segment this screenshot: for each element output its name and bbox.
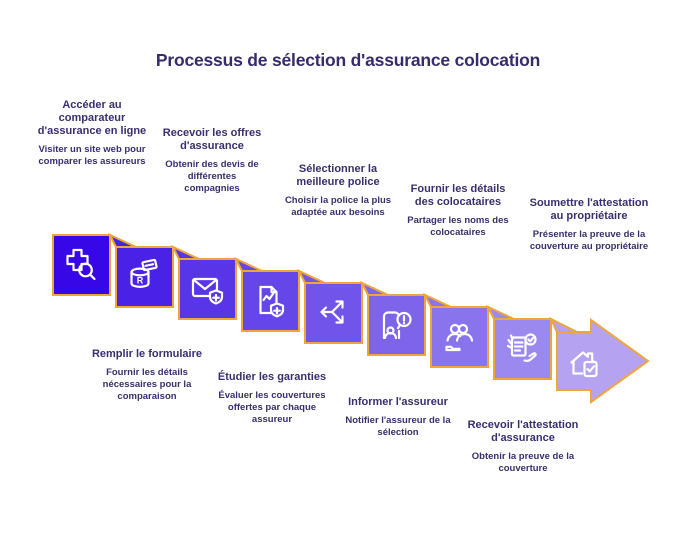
band-fold-4	[233, 256, 263, 272]
band-fold-9	[548, 316, 578, 333]
band-icons-group: R	[66, 248, 598, 378]
step-title: Remplir le formulaire	[91, 348, 203, 360]
certificate-hand-icon	[506, 333, 537, 362]
database-letter: R	[137, 276, 144, 286]
step-description: Évaluer les couvertures offertes par cha…	[218, 389, 326, 425]
step-label-1: Accéder au comparateur d'assurance en li…	[36, 99, 148, 168]
step-description: Présenter la preuve de la couverture au …	[529, 228, 649, 252]
step-description: Choisir la police la plus adaptée aux be…	[284, 194, 392, 218]
band-fold-8	[485, 304, 515, 320]
step-title: Fournir les détails des colocataires	[410, 183, 506, 208]
band-fold-2	[107, 232, 137, 248]
roommates-icon	[445, 323, 474, 352]
step-title: Recevoir les offres d'assurance	[162, 127, 262, 152]
band-fold-3	[170, 244, 200, 260]
page-title: Processus de sélection d'assurance coloc…	[155, 50, 541, 70]
step-title: Étudier les garanties	[217, 371, 327, 383]
step-description: Notifier l'assureur de la sélection	[345, 414, 451, 438]
step-label-2: Remplir le formulaire Fournir les détail…	[89, 348, 205, 403]
step-title: Sélectionner la meilleure police	[296, 163, 380, 188]
step-label-3: Recevoir les offres d'assurance Obtenir …	[160, 127, 264, 195]
step-label-5: Sélectionner la meilleure police Choisir…	[279, 163, 397, 219]
step-label-4: Étudier les garanties Évaluer les couver…	[213, 371, 331, 426]
step-description: Fournir les détails nécessaires pour la …	[102, 366, 192, 402]
band-fold-5	[296, 268, 326, 284]
step-description: Visiter un site web pour comparer les as…	[38, 143, 146, 167]
band-arrow-segment	[556, 318, 650, 404]
mail-shield-icon	[191, 277, 224, 305]
band-fold-7	[422, 292, 452, 308]
search-plus-icon	[66, 248, 96, 281]
document-shield-icon	[259, 285, 285, 318]
band-segment-4	[241, 270, 300, 332]
band-segment-2	[115, 246, 174, 308]
band-segment-3	[178, 258, 237, 320]
step-title: Recevoir l'attestation d'assurance	[467, 419, 579, 444]
step-description: Obtenir des devis de différentes compagn…	[165, 158, 259, 194]
step-label-7: Fournir les détails des colocataires Par…	[402, 183, 514, 239]
step-description: Obtenir la preuve de la couverture	[471, 450, 575, 474]
step-label-8: Recevoir l'attestation d'assurance Obten…	[467, 419, 579, 475]
step-title: Soumettre l'attestation au propriétaire	[529, 197, 649, 222]
band-outline-group: R	[52, 232, 650, 404]
step-description: Partager les noms des colocataires	[407, 214, 509, 238]
band-segment-8	[493, 318, 552, 380]
form-database-icon: R	[130, 258, 158, 288]
house-certificate-icon	[570, 351, 598, 378]
step-title: Informer l'assureur	[348, 396, 448, 408]
notify-alert-icon	[382, 311, 412, 340]
step-label-9: Soumettre l'attestation au propriétaire …	[527, 197, 651, 253]
step-label-6: Informer l'assureur Notifier l'assureur …	[339, 396, 457, 439]
band-segment-6	[367, 294, 426, 356]
band-fold-6	[359, 280, 389, 296]
choice-arrows-icon	[320, 300, 344, 324]
step-title: Accéder au comparateur d'assurance en li…	[37, 99, 147, 137]
